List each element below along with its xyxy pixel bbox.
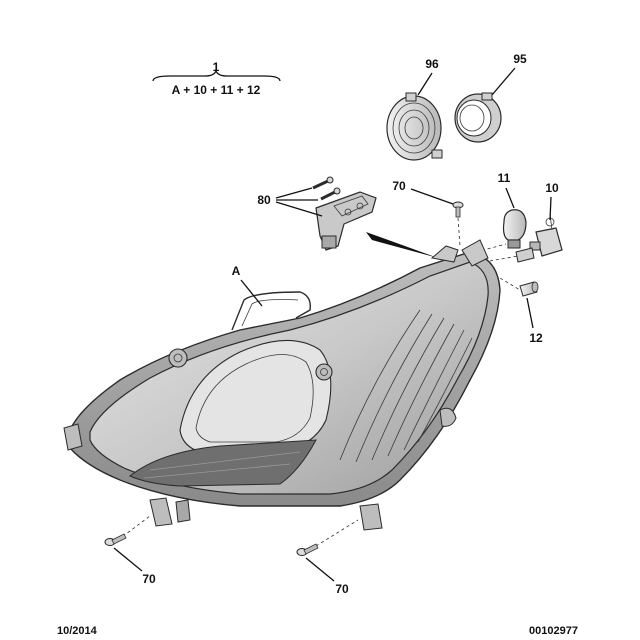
callout-70-top: 70 [392, 179, 406, 193]
callout-A: A [232, 264, 241, 278]
assembly-number: 1 [213, 60, 220, 74]
callout-95: 95 [513, 52, 527, 66]
callout-70-left: 70 [142, 572, 156, 586]
footer-date: 10/2014 [57, 625, 98, 637]
part-95-ring [454, 92, 502, 143]
direction-arrow [366, 232, 438, 258]
callout-80: 80 [257, 193, 271, 207]
footer-reference: 00102977 [529, 625, 578, 637]
part-70-top-screw [452, 201, 464, 218]
part-11-bulb [502, 209, 527, 249]
callout-10: 10 [545, 181, 559, 195]
callout-96: 96 [425, 57, 439, 71]
part-80-adjuster [312, 176, 377, 251]
part-10-bulb [515, 213, 563, 263]
callout-12: 12 [529, 331, 543, 345]
assembly-formula: A + 10 + 11 + 12 [172, 83, 261, 97]
callout-70-right: 70 [335, 582, 349, 596]
part-70-left-screw [104, 533, 127, 546]
callout-11: 11 [498, 171, 511, 185]
part-70-right-screw [296, 543, 319, 556]
part-96-cap [386, 92, 443, 161]
headlamp-assembly [63, 239, 501, 531]
part-12-small-bulb [519, 281, 539, 297]
assembly-brace: 1 A + 10 + 11 + 12 [152, 60, 281, 97]
